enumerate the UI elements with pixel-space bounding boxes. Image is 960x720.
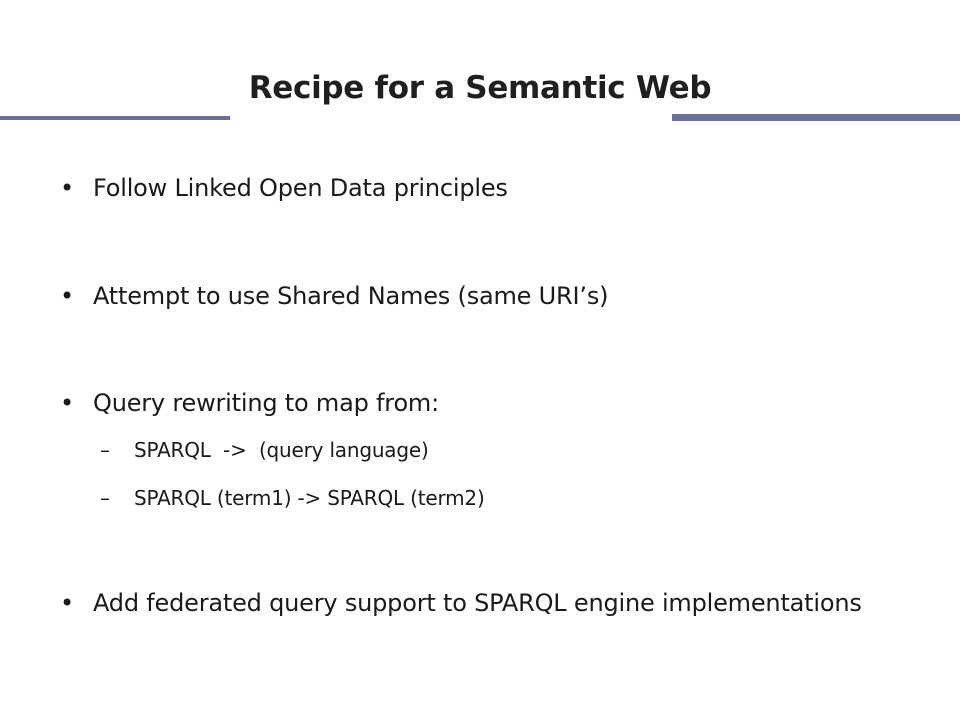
bullet-dot-icon: • bbox=[60, 174, 74, 202]
bullet-text: Attempt to use Shared Names (same URI’s) bbox=[93, 282, 609, 310]
sub-bullet-text: SPARQL -> (query language) bbox=[134, 438, 429, 462]
title-rule-left bbox=[0, 116, 230, 120]
bullet-text: Follow Linked Open Data principles bbox=[93, 174, 508, 202]
slide-title: Recipe for a Semantic Web bbox=[248, 70, 712, 106]
bullet-text: Add federated query support to SPARQL en… bbox=[93, 589, 862, 617]
title-rule-right bbox=[672, 114, 960, 121]
bullet-dot-icon: • bbox=[60, 389, 74, 417]
dash-icon: – bbox=[100, 486, 110, 510]
sub-bullet-text: SPARQL (term1) -> SPARQL (term2) bbox=[134, 486, 485, 510]
bullet-dot-icon: • bbox=[60, 282, 74, 310]
bullet-text: Query rewriting to map from: bbox=[93, 389, 439, 417]
bullet-dot-icon: • bbox=[60, 589, 74, 617]
dash-icon: – bbox=[100, 438, 110, 462]
